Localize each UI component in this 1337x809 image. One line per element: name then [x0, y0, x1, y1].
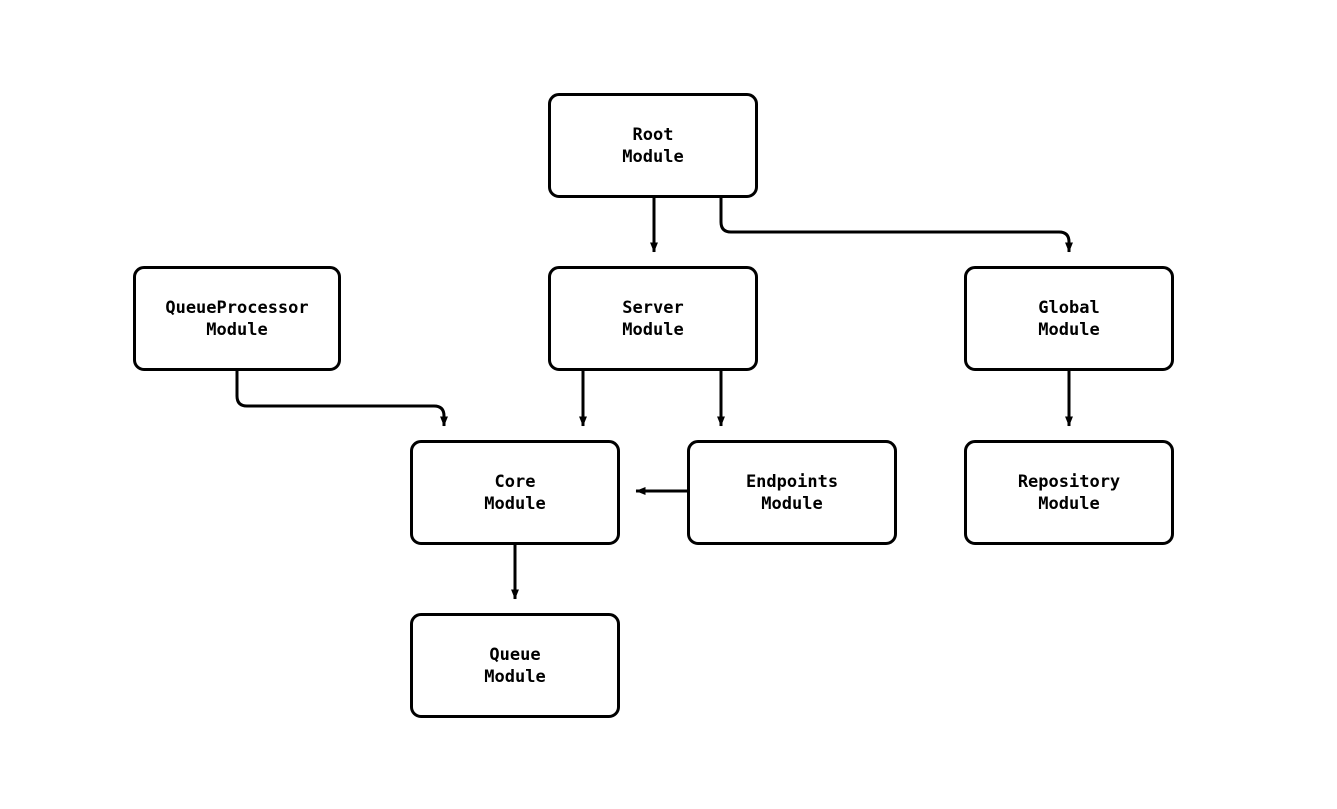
node-root-module[interactable]: Root Module: [548, 93, 758, 198]
node-core-module-line2: Module: [484, 493, 546, 514]
node-root-module-line2: Module: [622, 146, 684, 167]
node-repository-module-line1: Repository: [1017, 471, 1121, 492]
node-global-module[interactable]: Global Module: [964, 266, 1174, 371]
node-global-module-line2: Module: [1038, 319, 1100, 340]
node-queueprocessor-module-line1: QueueProcessor: [165, 297, 309, 318]
node-queue-module[interactable]: Queue Module: [410, 613, 620, 718]
node-repository-module[interactable]: Repository Module: [964, 440, 1174, 545]
node-endpoints-module[interactable]: Endpoints Module: [687, 440, 897, 545]
node-server-module-line1: Server: [622, 297, 684, 318]
node-queue-module-line1: Queue: [489, 644, 541, 665]
node-repository-module-line2: Module: [1038, 493, 1100, 514]
node-queueprocessor-module-line2: Module: [206, 319, 268, 340]
node-queue-module-line2: Module: [484, 666, 546, 687]
node-root-module-line1: Root: [632, 124, 674, 145]
edge-queueprocessor-core: [235, 371, 448, 427]
node-queueprocessor-module[interactable]: QueueProcessor Module: [133, 266, 341, 371]
node-endpoints-module-line2: Module: [761, 493, 823, 514]
node-global-module-line1: Global: [1038, 297, 1100, 318]
node-endpoints-module-line1: Endpoints: [745, 471, 839, 492]
node-core-module[interactable]: Core Module: [410, 440, 620, 545]
node-server-module-line2: Module: [622, 319, 684, 340]
node-server-module[interactable]: Server Module: [548, 266, 758, 371]
edge-root-global: [719, 198, 1073, 253]
node-core-module-line1: Core: [494, 471, 536, 492]
